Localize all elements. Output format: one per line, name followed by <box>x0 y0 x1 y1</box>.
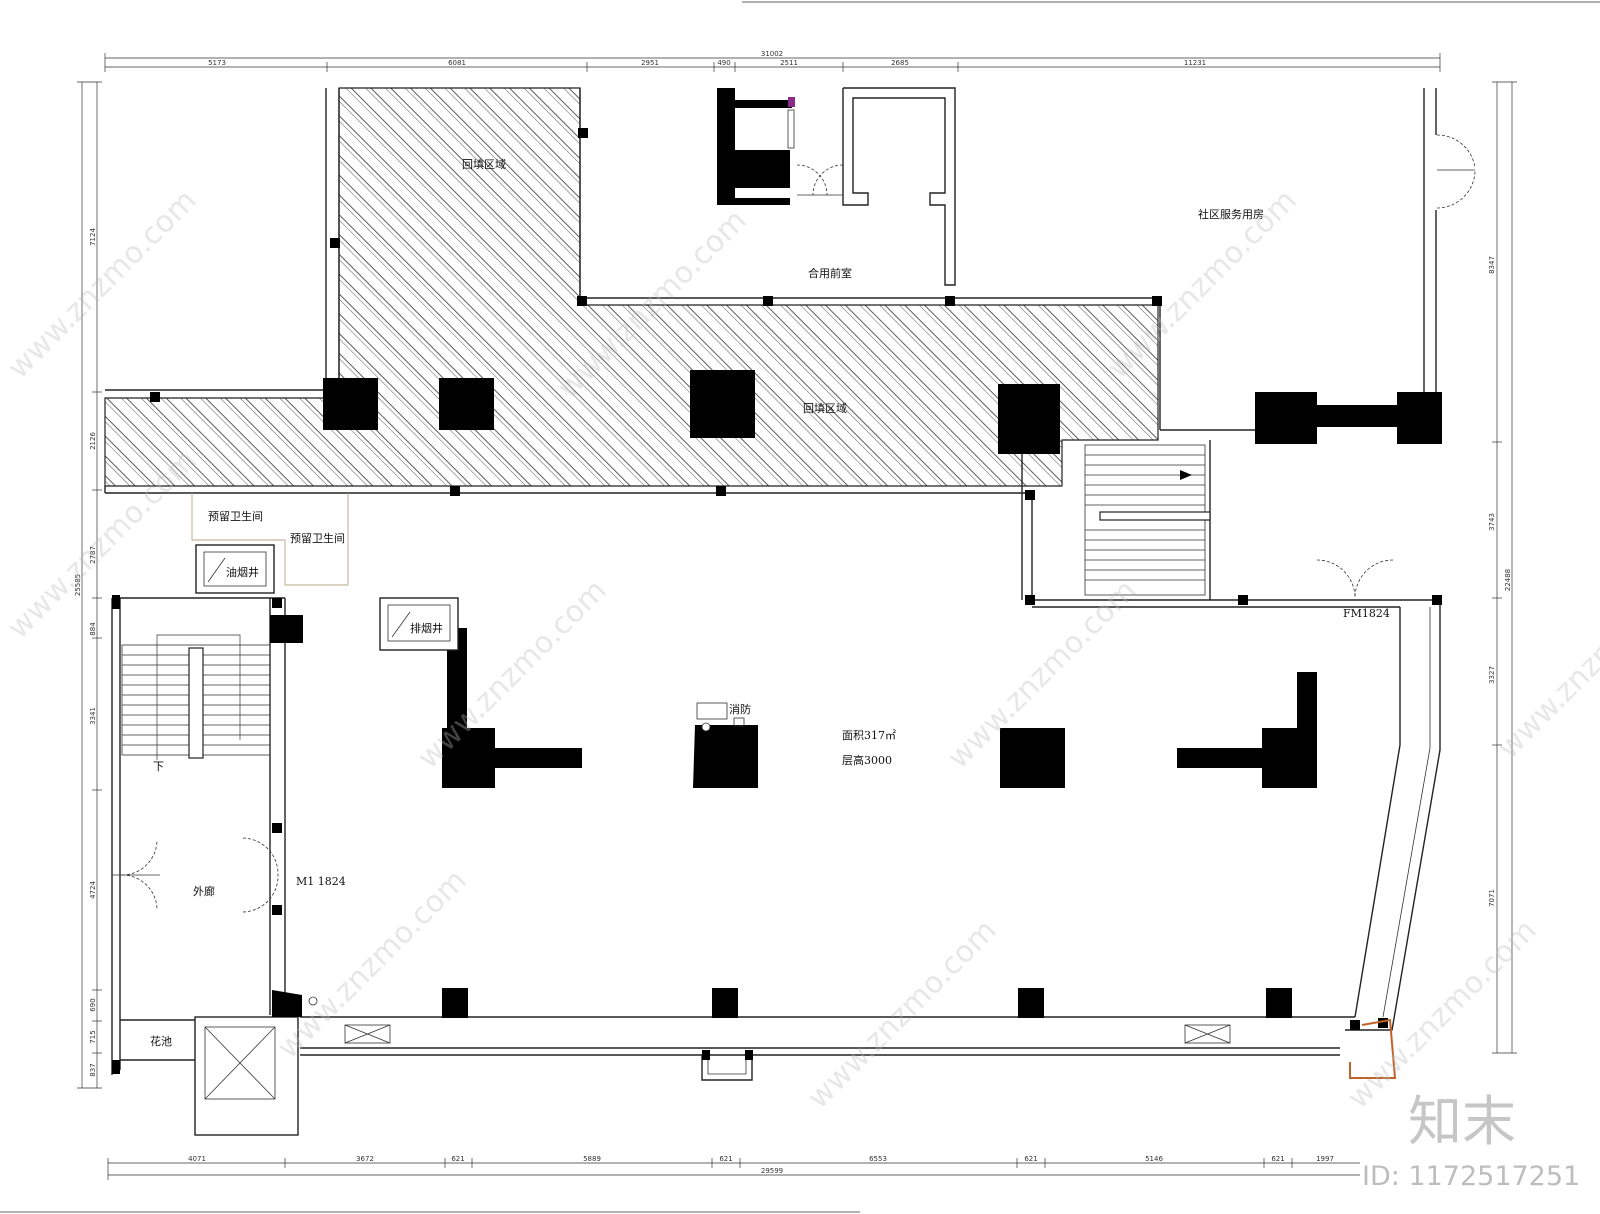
left-dim-2: 2126 <box>89 432 97 450</box>
stair-left: 下 <box>121 634 271 773</box>
floor-vents <box>308 996 1231 1044</box>
top-dim-3: 2951 <box>641 59 659 67</box>
smoke-shaft <box>379 597 459 651</box>
bottom-dim-9: 621 <box>1271 1155 1284 1163</box>
brand-logo: 知末 ID: 1172517251 <box>1362 1090 1580 1192</box>
top-dim-5: 2511 <box>780 59 798 67</box>
right-dim-2: 3743 <box>1488 513 1496 531</box>
label-fire: 消防 <box>729 702 751 716</box>
brand-text: 知末 <box>1408 1090 1516 1153</box>
top-dim-6: 2685 <box>891 59 909 67</box>
oil-shaft <box>195 544 275 594</box>
top-dim-7: 11231 <box>1184 59 1206 67</box>
watermark-url-9: www.znzmo.com <box>801 913 1004 1116</box>
purple-marker <box>788 97 795 107</box>
bottom-total-dim: 29599 <box>761 1167 783 1175</box>
left-total-dim: 25585 <box>74 574 82 596</box>
label-height: 层高3000 <box>842 753 892 767</box>
orange-corner <box>1349 1018 1397 1079</box>
right-dim-3: 3327 <box>1488 666 1496 684</box>
label-door-fm: FM1824 <box>1343 607 1390 620</box>
label-reserved-wc-1: 预留卫生间 <box>208 509 263 523</box>
label-backfill-top: 回填区域 <box>462 157 506 171</box>
left-dim-5: 3341 <box>89 707 97 725</box>
top-dim-4: 490 <box>717 59 730 67</box>
bottom-dim-4: 5889 <box>583 1155 601 1163</box>
watermark-url-10: www.znzmo.com <box>1341 913 1544 1116</box>
left-dim-4: 884 <box>89 622 97 636</box>
left-dim-7: 690 <box>89 998 97 1011</box>
label-corridor: 外廊 <box>193 884 215 898</box>
left-dim-9: 837 <box>89 1063 97 1076</box>
left-dimensions: 25585 7124 2126 2787 884 3341 4724 690 7… <box>74 81 102 1089</box>
bottom-dim-2: 3672 <box>356 1155 374 1163</box>
left-dim-3: 2787 <box>89 546 97 564</box>
bottom-dimensions: 4071 3672 621 5889 621 6553 621 5146 621… <box>107 1155 1360 1180</box>
left-dim-8: 715 <box>89 1030 97 1043</box>
watermark-url-1: www.znzmo.com <box>1 183 204 386</box>
bottom-dim-10: 1997 <box>1316 1155 1334 1163</box>
watermark-url-7: www.znzmo.com <box>1491 563 1600 766</box>
bottom-dim-8: 5146 <box>1145 1155 1163 1163</box>
stair-down-label: 下 <box>153 760 164 773</box>
columns <box>112 128 1442 1074</box>
bottom-dim-1: 4071 <box>188 1155 206 1163</box>
label-reserved-wc-2: 预留卫生间 <box>290 531 345 545</box>
top-total-dim: 31002 <box>761 50 783 58</box>
top-dim-2: 6081 <box>448 59 466 67</box>
label-oil-shaft: 油烟井 <box>226 565 259 579</box>
room-labels: 回填区域 合用前室 社区服务用房 回填区域 预留卫生间 预留卫生间 油烟井 排烟… <box>150 157 1390 1048</box>
fire-equipment <box>696 702 745 732</box>
left-dim-6: 4724 <box>89 881 97 899</box>
label-community-room: 社区服务用房 <box>1198 207 1264 221</box>
bottom-dim-7: 621 <box>1024 1155 1037 1163</box>
label-area: 面积317㎡ <box>842 729 896 742</box>
left-dim-1: 7124 <box>89 228 97 246</box>
right-dim-1: 8347 <box>1488 256 1496 274</box>
label-smoke-shaft: 排烟井 <box>410 621 443 635</box>
label-backfill-mid: 回填区域 <box>803 401 847 415</box>
top-dimensions: 31002 5173 6081 2951 490 2511 2685 11231 <box>104 50 1441 72</box>
top-dim-1: 5173 <box>208 59 226 67</box>
right-total-dim: 22488 <box>1504 569 1512 591</box>
top-elevator <box>717 88 844 205</box>
id-text: ID: 1172517251 <box>1362 1161 1580 1192</box>
stair-right <box>1084 444 1211 596</box>
right-dim-4: 7071 <box>1488 889 1496 907</box>
bottom-dim-3: 621 <box>451 1155 464 1163</box>
label-planter: 花池 <box>150 1035 172 1048</box>
bottom-dim-5: 621 <box>719 1155 732 1163</box>
label-shared-lobby: 合用前室 <box>808 266 852 280</box>
right-dimensions: 8347 3743 3327 7071 22488 <box>1488 81 1517 1054</box>
watermark-url-8: www.znzmo.com <box>271 863 474 1066</box>
doors <box>112 134 1476 913</box>
label-door-m1: M1 1824 <box>296 875 346 888</box>
bottom-dim-6: 6553 <box>869 1155 887 1163</box>
watermark-url-4: www.znzmo.com <box>1 443 204 646</box>
